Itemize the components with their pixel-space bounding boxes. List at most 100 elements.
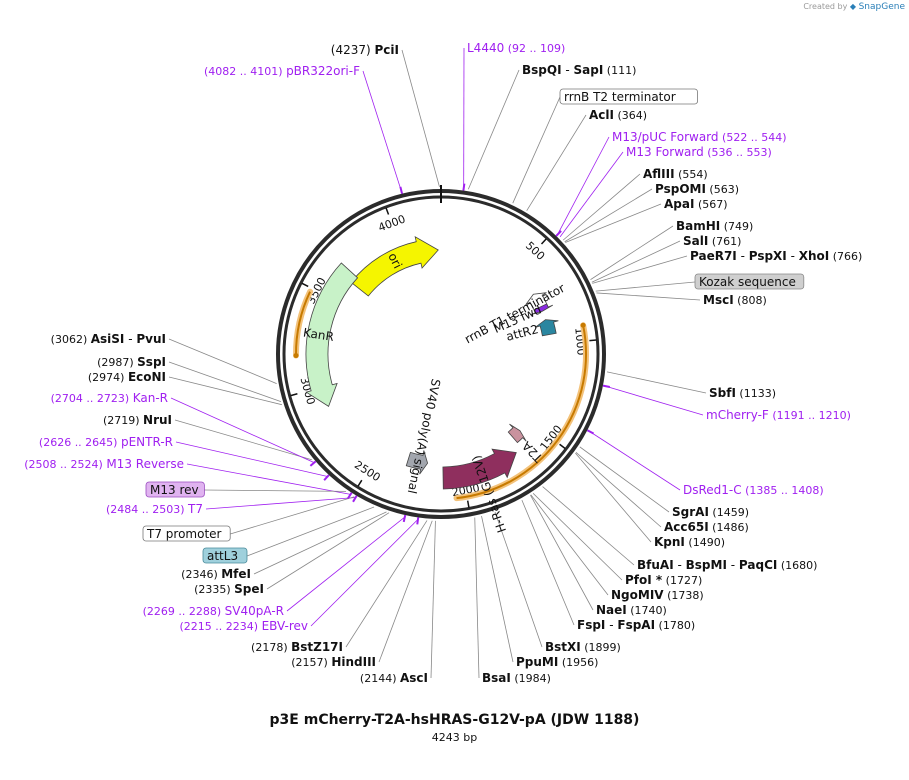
site-label: FspI - FspAI (1780) (577, 618, 695, 632)
leader-line (532, 493, 623, 581)
enzyme-name: MscI (703, 293, 734, 307)
leader-line (575, 452, 652, 543)
leader-line (205, 497, 356, 510)
site-position: (749) (720, 220, 753, 233)
primer-site-mark (309, 460, 317, 467)
site-position: (1490) (685, 536, 725, 549)
site-name: - (124, 332, 136, 346)
tick-mark (301, 282, 309, 288)
site-label: SgrAI (1459) (672, 505, 749, 519)
leader-line (530, 494, 594, 611)
site-name: - (562, 63, 574, 77)
site-position: (2178) (251, 641, 291, 654)
feature-sv40-poly-a-signal (405, 450, 429, 475)
site-position: (766) (829, 250, 862, 263)
site-label: (2215 .. 2234) EBV-rev (180, 619, 309, 633)
site-position: (2987) (97, 356, 137, 369)
enzyme-name: PvuI (136, 332, 166, 346)
site-name: M13 Reverse (106, 457, 184, 471)
site-position: (1191 .. 1210) (769, 409, 851, 422)
leader-line (481, 515, 514, 663)
enzyme-name: Acc65I (664, 520, 709, 534)
leader-line (174, 419, 312, 461)
boxed-label: Kozak sequence (699, 275, 796, 289)
leader-line (186, 463, 351, 495)
leader-line (286, 516, 406, 612)
leader-line (204, 489, 347, 492)
site-label: (3062) AsiSI - PvuI (51, 332, 166, 346)
site-label: (2987) SspI (97, 355, 166, 369)
enzyme-name: SspI (137, 355, 166, 369)
site-label: L4440 (92 .. 109) (467, 41, 565, 55)
site-label: M13/pUC Forward (522 .. 544) (612, 130, 787, 144)
feature-label: SV40 poly(A) signal (405, 377, 443, 495)
leader-line (401, 49, 440, 188)
highlight-arc-end (580, 322, 586, 328)
enzyme-name: SpeI (234, 582, 264, 596)
site-position: (4082 .. 4101) (204, 65, 286, 78)
site-position: (808) (734, 294, 767, 307)
leader-line (557, 136, 610, 235)
site-position: (1680) (777, 559, 817, 572)
leader-line (579, 446, 670, 513)
enzyme-name: NgoMIV (611, 588, 664, 602)
enzyme-name: EcoNI (128, 370, 166, 384)
primer-site-mark (352, 495, 358, 503)
leader-line (526, 114, 587, 211)
site-label: (4082 .. 4101) pBR322ori-F (204, 64, 360, 78)
site-label: SalI (761) (683, 234, 741, 248)
feature-attr2 (535, 319, 559, 337)
enzyme-name: BspQI (522, 63, 562, 77)
site-position: (2215 .. 2234) (180, 620, 262, 633)
site-label: (2719) NruI (103, 413, 172, 427)
enzyme-name: XhoI (799, 249, 830, 263)
boxed-label: attL3 (207, 549, 238, 563)
site-position: (2508 .. 2524) (24, 458, 106, 471)
site-position: (536 .. 553) (704, 146, 772, 159)
site-position: (1486) (709, 521, 749, 534)
enzyme-name: ApaI (664, 197, 694, 211)
site-position: (2144) (360, 672, 400, 685)
feature-m13-fwd (530, 303, 553, 316)
leader-line (246, 506, 375, 557)
site-position: (2269 .. 2288) (143, 605, 225, 618)
leader-line (604, 385, 704, 416)
site-position: (563) (706, 183, 739, 196)
site-name: mCherry-F (706, 408, 769, 422)
snapgene-branding: Created by ◆ SnapGene (803, 2, 905, 12)
site-label: (2178) BstZ17I (251, 640, 343, 654)
site-label: (2626 .. 2645) pENTR-R (39, 435, 173, 449)
site-position: (1956) (558, 656, 598, 669)
leader-line (266, 512, 390, 590)
site-position: (2157) (291, 656, 331, 669)
enzyme-name: PspOMI (655, 182, 706, 196)
tick-mark (559, 443, 566, 450)
site-label: mCherry-F (1191 .. 1210) (706, 408, 851, 422)
primer-site-mark (416, 517, 420, 525)
primer-site-mark (323, 474, 330, 481)
site-position: (522 .. 544) (719, 131, 787, 144)
site-position: (2974) (88, 371, 128, 384)
tick-label: 2500 (352, 458, 383, 484)
feature-kanr (305, 262, 359, 407)
site-name: M13 Forward (626, 145, 704, 159)
plasmid-length: 4243 bp (431, 731, 478, 744)
leader-line (606, 371, 707, 394)
boxed-label: rrnB T2 terminator (564, 90, 676, 104)
leader-line (521, 499, 575, 626)
plasmid-title: p3E mCherry-T2A-hsHRAS-G12V-pA (JDW 1188… (269, 712, 640, 728)
enzyme-name: BsaI (482, 671, 511, 685)
leader-line (559, 151, 624, 238)
enzyme-name: SapI (574, 63, 604, 77)
leader-line (562, 173, 641, 241)
boxed-label-frame (142, 525, 231, 542)
site-label: MscI (808) (703, 293, 767, 307)
site-label: SbfI (1133) (709, 386, 776, 400)
enzyme-name: AscI (400, 671, 428, 685)
site-label: AclI (364) (589, 108, 647, 122)
enzyme-name: AflIII (643, 167, 675, 181)
enzyme-name: FspAI (617, 618, 655, 632)
leader-line (430, 520, 436, 679)
